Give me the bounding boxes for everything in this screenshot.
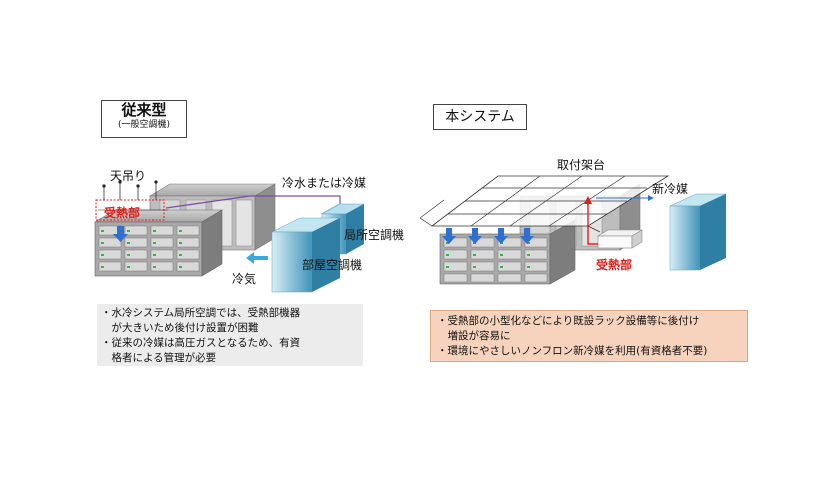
left-note-line: ・従来の冷媒は高圧ガスとなるため、有資 — [101, 337, 301, 349]
cooling-arrow-down — [113, 226, 128, 242]
left-note-line: が大きいため後付け設置が困難 — [101, 322, 259, 334]
left-note-line: 格者による管理が必要 — [101, 352, 217, 364]
right-title-box: 本システム — [433, 104, 527, 130]
new-refrigerant-unit — [669, 193, 727, 271]
label-room-ac: 部屋空調機 — [302, 258, 363, 272]
room-ac-unit — [271, 217, 341, 293]
right-notes: ・受熱部の小型化などにより既設ラック設備等に後付け 増設が容易に ・環境にやさし… — [430, 310, 748, 362]
left-subtitle: (一般空調機) — [117, 120, 171, 130]
heat-receiver-unit — [596, 229, 644, 249]
label-mount-frame: 取付架台 — [557, 158, 606, 172]
left-note-line: ・水冷システム局所空調では、受熱部機器 — [101, 307, 301, 319]
left-notes: ・水冷システム局所空調では、受熱部機器 が大きいため後付け設置が困難 ・従来の冷… — [97, 304, 363, 366]
label-heat-receiver-left: 受熱部 — [104, 206, 141, 220]
left-title-box: 従来型 (一般空調機) — [101, 100, 187, 138]
label-new-refrigerant: 新冷媒 — [652, 182, 689, 196]
label-local-ac: 局所空調機 — [344, 228, 405, 242]
ceiling-unit — [95, 180, 168, 221]
label-cold-air: 冷気 — [232, 272, 257, 286]
right-note-line: ・受熱部の小型化などにより既設ラック設備等に後付け — [437, 315, 700, 327]
new-system-diagram — [420, 175, 727, 285]
heat-receiver-pointer — [587, 200, 598, 245]
cold-air-arrow — [246, 252, 268, 264]
right-note-line: ・環境にやさしいノンフロン新冷媒を利用(有資格者不要) — [437, 345, 708, 357]
label-chilled-water: 冷水または冷媒 — [282, 176, 367, 190]
label-ceiling: 天吊り — [110, 169, 147, 183]
cooling-arrows-right — [442, 228, 534, 244]
front-rack-row-right — [439, 219, 576, 285]
label-heat-receiver-right: 受熱部 — [596, 258, 633, 272]
left-title: 従来型 — [121, 101, 167, 119]
conventional-system-diagram — [93, 180, 365, 293]
right-title: 本システム — [445, 109, 515, 125]
right-note-line: 増設が容易に — [437, 330, 511, 342]
front-rack-row — [93, 209, 224, 277]
